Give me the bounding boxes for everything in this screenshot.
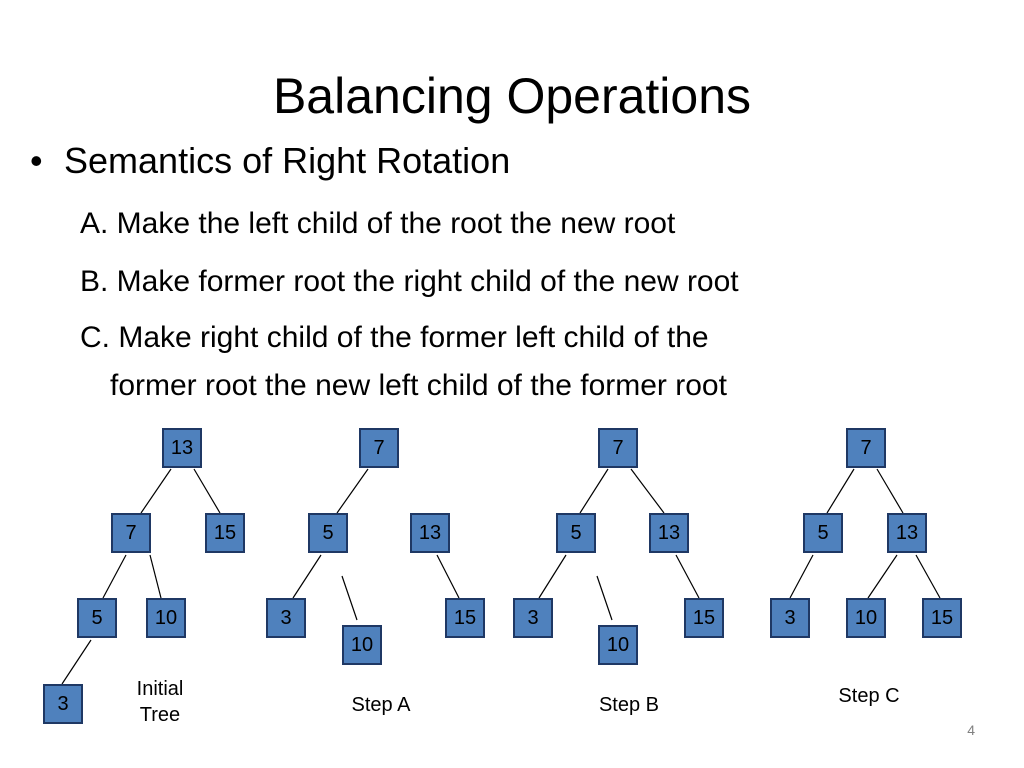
stepc-node-13: 13 — [887, 513, 927, 553]
step-c-text-line1: C. Make right child of the former left c… — [80, 321, 709, 354]
stepa-node-10: 10 — [342, 625, 382, 665]
stepc-node-5: 5 — [803, 513, 843, 553]
initial-node-3: 3 — [43, 684, 83, 724]
edge-stepb-7-13 — [630, 468, 665, 514]
step-a-text: A. Make the left child of the root the n… — [80, 207, 676, 240]
edge-stepc-7-13 — [876, 468, 904, 514]
step-c-text-line2: former root the new left child of the fo… — [110, 369, 727, 402]
edge-stepb-13-15 — [675, 554, 700, 599]
stepb-node-10: 10 — [598, 625, 638, 665]
caption-step-c: Step C — [838, 685, 900, 707]
slide-title: Balancing Operations — [272, 68, 752, 124]
caption-initial-line1: Initial — [136, 678, 184, 700]
edge-stepa-5-3 — [292, 554, 322, 599]
caption-initial-line2: Tree — [139, 704, 181, 726]
page-number: 4 — [967, 722, 975, 738]
stepc-node-10: 10 — [846, 598, 886, 638]
stepc-node-7: 7 — [846, 428, 886, 468]
initial-node-10: 10 — [146, 598, 186, 638]
stepa-node-15: 15 — [445, 598, 485, 638]
edge-stepc-7-5 — [826, 468, 855, 514]
edge-stepa-13-15 — [436, 554, 460, 599]
caption-step-b: Step B — [598, 694, 660, 716]
stepa-node-13: 13 — [410, 513, 450, 553]
step-b-text: B. Make former root the right child of t… — [80, 265, 739, 298]
initial-node-5: 5 — [77, 598, 117, 638]
edge-stepb-7-5 — [579, 468, 609, 514]
stepa-node-3: 3 — [266, 598, 306, 638]
edge-initial-7-5 — [102, 554, 127, 599]
stepb-node-13: 13 — [649, 513, 689, 553]
edge-stepa-7-5 — [336, 468, 369, 514]
stepc-node-3: 3 — [770, 598, 810, 638]
edge-stepb-5-3 — [538, 554, 567, 599]
edge-initial-13-15 — [193, 468, 221, 514]
caption-step-a: Step A — [351, 694, 411, 716]
initial-node-7: 7 — [111, 513, 151, 553]
bullet-semantics: • Semantics of Right Rotation — [30, 138, 510, 184]
edge-stepc-13-10 — [867, 554, 898, 599]
stepa-node-5: 5 — [308, 513, 348, 553]
edge-initial-7-10 — [149, 554, 162, 599]
edge-stepc-13-15 — [915, 554, 941, 599]
edge-stepa-loose-10 — [341, 575, 358, 621]
edge-initial-5-3 — [61, 639, 92, 685]
initial-node-15: 15 — [205, 513, 245, 553]
stepa-node-7: 7 — [359, 428, 399, 468]
bullet-text: Semantics of Right Rotation — [64, 140, 511, 181]
initial-node-13: 13 — [162, 428, 202, 468]
stepb-node-5: 5 — [556, 513, 596, 553]
stepb-node-15: 15 — [684, 598, 724, 638]
edge-stepb-loose-10 — [596, 575, 613, 621]
bullet-icon: • — [30, 140, 43, 181]
stepb-node-7: 7 — [598, 428, 638, 468]
edge-initial-13-7 — [140, 468, 172, 514]
caption-initial-tree: Initial Tree — [120, 676, 200, 728]
stepb-node-3: 3 — [513, 598, 553, 638]
edge-stepc-5-3 — [789, 554, 814, 599]
stepc-node-15: 15 — [922, 598, 962, 638]
